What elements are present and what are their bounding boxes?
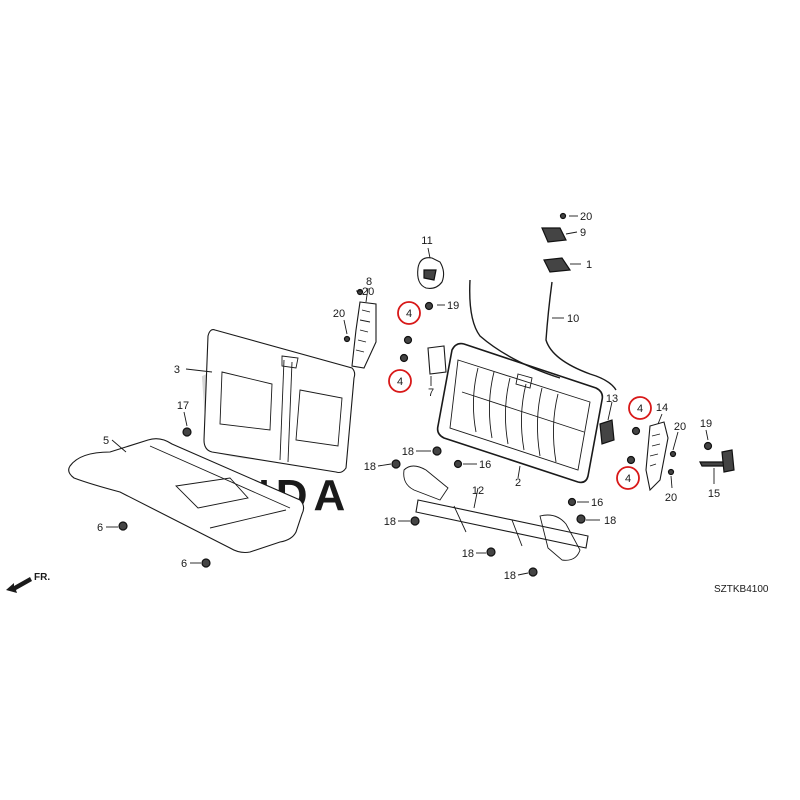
bracket-part-7 — [427, 345, 447, 375]
latch-part-13 — [599, 419, 615, 445]
highlight-ring-4d — [616, 466, 640, 490]
callout-part-13: 13 — [606, 393, 618, 405]
cover-part — [417, 257, 445, 289]
clip-part-1 — [543, 257, 572, 273]
callout-part-16a: 16 — [479, 459, 491, 471]
strap-part-15 — [699, 449, 735, 473]
seat-back-frame — [436, 342, 604, 484]
direction-arrow-icon — [6, 577, 32, 593]
callout-part-18a: 18 — [402, 446, 414, 458]
callout-part-8: 8 — [366, 276, 372, 288]
callout-part-6a: 6 — [97, 522, 103, 534]
seat-cushion — [68, 438, 305, 554]
callout-part-18c: 18 — [384, 516, 396, 528]
callout-part-15: 15 — [708, 488, 720, 500]
callout-part-4a: 4 — [406, 308, 412, 320]
callout-part-19a: 19 — [447, 300, 459, 312]
callout-part-9: 9 — [580, 227, 586, 239]
callout-part-19b: 19 — [700, 418, 712, 430]
callout-part-10: 10 — [567, 313, 579, 325]
callout-part-4d: 4 — [625, 473, 631, 485]
callout-part-20b: 20 — [362, 286, 374, 298]
callout-part-6b: 6 — [181, 558, 187, 570]
callout-part-20a: 20 — [580, 211, 592, 223]
callout-part-12: 12 — [472, 485, 484, 497]
highlight-ring-4c — [628, 396, 652, 420]
callout-part-4b: 4 — [397, 376, 403, 388]
left-hinge-bracket — [351, 301, 377, 369]
direction-label: FR. — [34, 572, 50, 583]
wire-harness — [469, 279, 617, 391]
part-callouts: 1 2 3 4 4 4 4 5 6 6 7 8 9 10 11 12 13 14… — [97, 211, 720, 582]
clip-part-9 — [541, 227, 567, 243]
callout-part-17: 17 — [177, 400, 189, 412]
callout-part-4c: 4 — [637, 403, 643, 415]
front-direction-indicator: FR. — [6, 572, 50, 593]
callout-part-20c: 20 — [333, 308, 345, 320]
callout-part-18d: 18 — [462, 548, 474, 560]
highlight-rings — [388, 301, 652, 490]
highlight-ring-4a — [397, 301, 421, 325]
fasteners — [118, 212, 713, 577]
callout-part-3: 3 — [174, 364, 180, 376]
callout-part-16b: 16 — [591, 497, 603, 509]
callout-part-11: 11 — [421, 235, 432, 247]
seat-back-cushion — [203, 329, 356, 474]
callout-part-1: 1 — [586, 259, 592, 271]
callout-part-5: 5 — [103, 435, 109, 447]
hinge-rail — [403, 465, 589, 561]
right-hinge-bracket — [645, 421, 669, 492]
leader-lines — [106, 215, 715, 576]
callout-part-2: 2 — [515, 477, 521, 489]
callout-part-18f: 18 — [604, 515, 616, 527]
callout-part-20d: 20 — [674, 421, 686, 433]
callout-part-18e: 18 — [504, 570, 516, 582]
diagram-code: SZTKB4100 — [714, 584, 769, 595]
callout-part-7: 7 — [428, 387, 434, 399]
callout-part-18b: 18 — [364, 461, 376, 473]
highlight-ring-4b — [388, 369, 412, 393]
callout-part-14: 14 — [656, 402, 668, 414]
callout-part-20e: 20 — [665, 492, 677, 504]
